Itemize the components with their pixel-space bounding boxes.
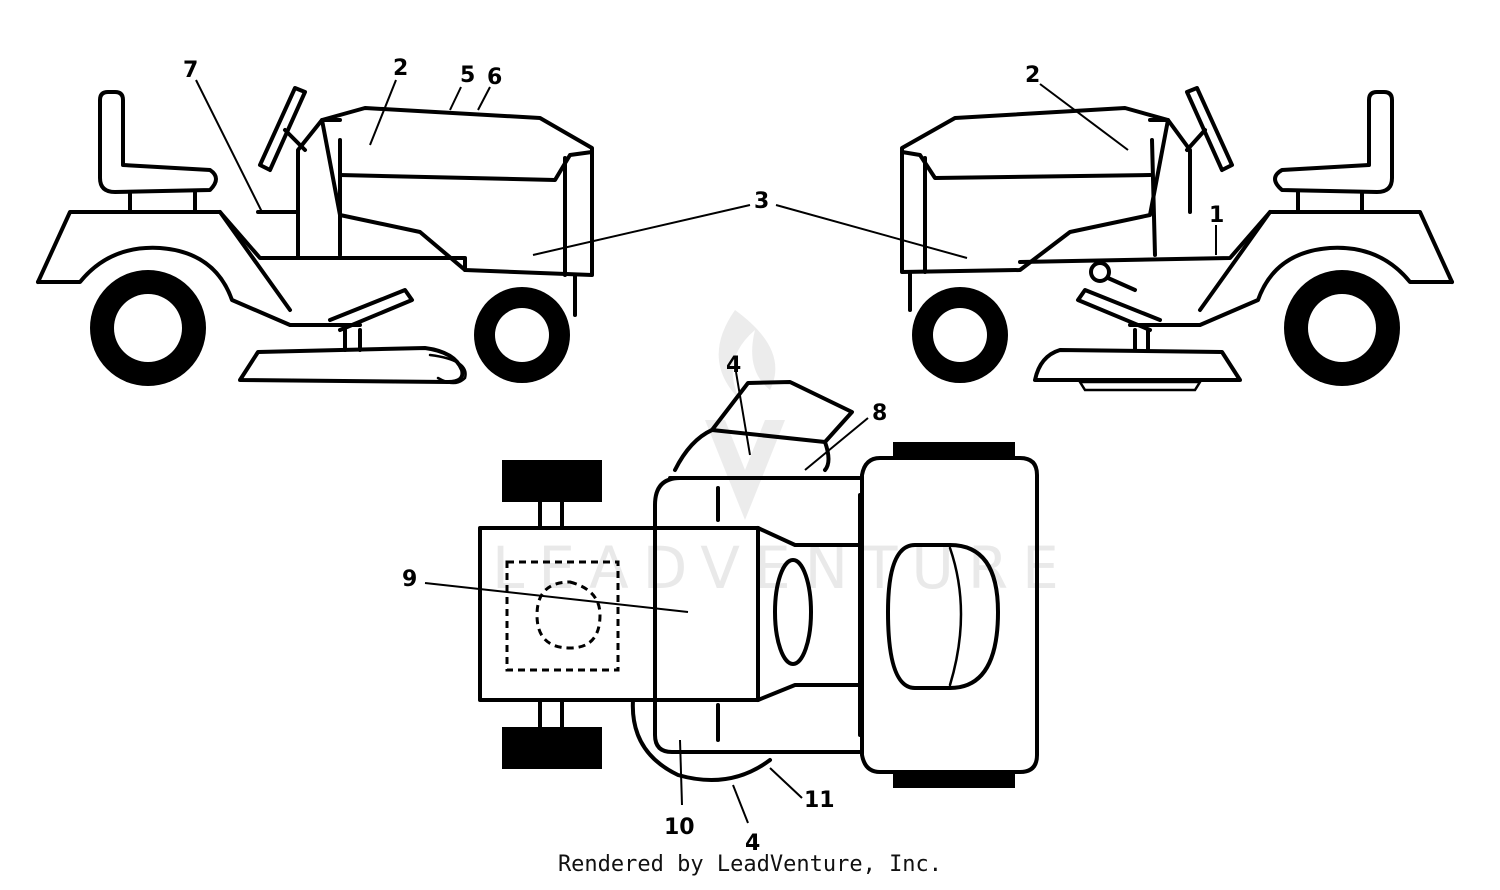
leader-lines: [195, 79, 1217, 824]
callout-2-right: 2: [1025, 63, 1040, 88]
callout-labels: 7 2 5 6 3 2 1 4 8 9 10 4 11: [183, 56, 1224, 856]
callout-10: 10: [664, 815, 695, 840]
callout-2-left: 2: [393, 56, 408, 81]
callout-4-bottom: 4: [745, 831, 760, 856]
tractor-top-view: [478, 380, 1039, 788]
callout-8: 8: [872, 401, 887, 426]
callout-1: 1: [1209, 203, 1224, 228]
callout-11: 11: [804, 788, 835, 813]
callout-5: 5: [460, 63, 475, 88]
callout-3: 3: [754, 189, 769, 214]
callout-4-top: 4: [726, 353, 741, 378]
tractor-right-side-view: [900, 86, 1454, 392]
callout-7: 7: [183, 58, 198, 83]
tractor-left-side-view: [36, 86, 594, 386]
callout-6: 6: [487, 65, 502, 90]
rendered-by-credit: Rendered by LeadVenture, Inc.: [557, 852, 943, 877]
callout-9: 9: [402, 567, 417, 592]
